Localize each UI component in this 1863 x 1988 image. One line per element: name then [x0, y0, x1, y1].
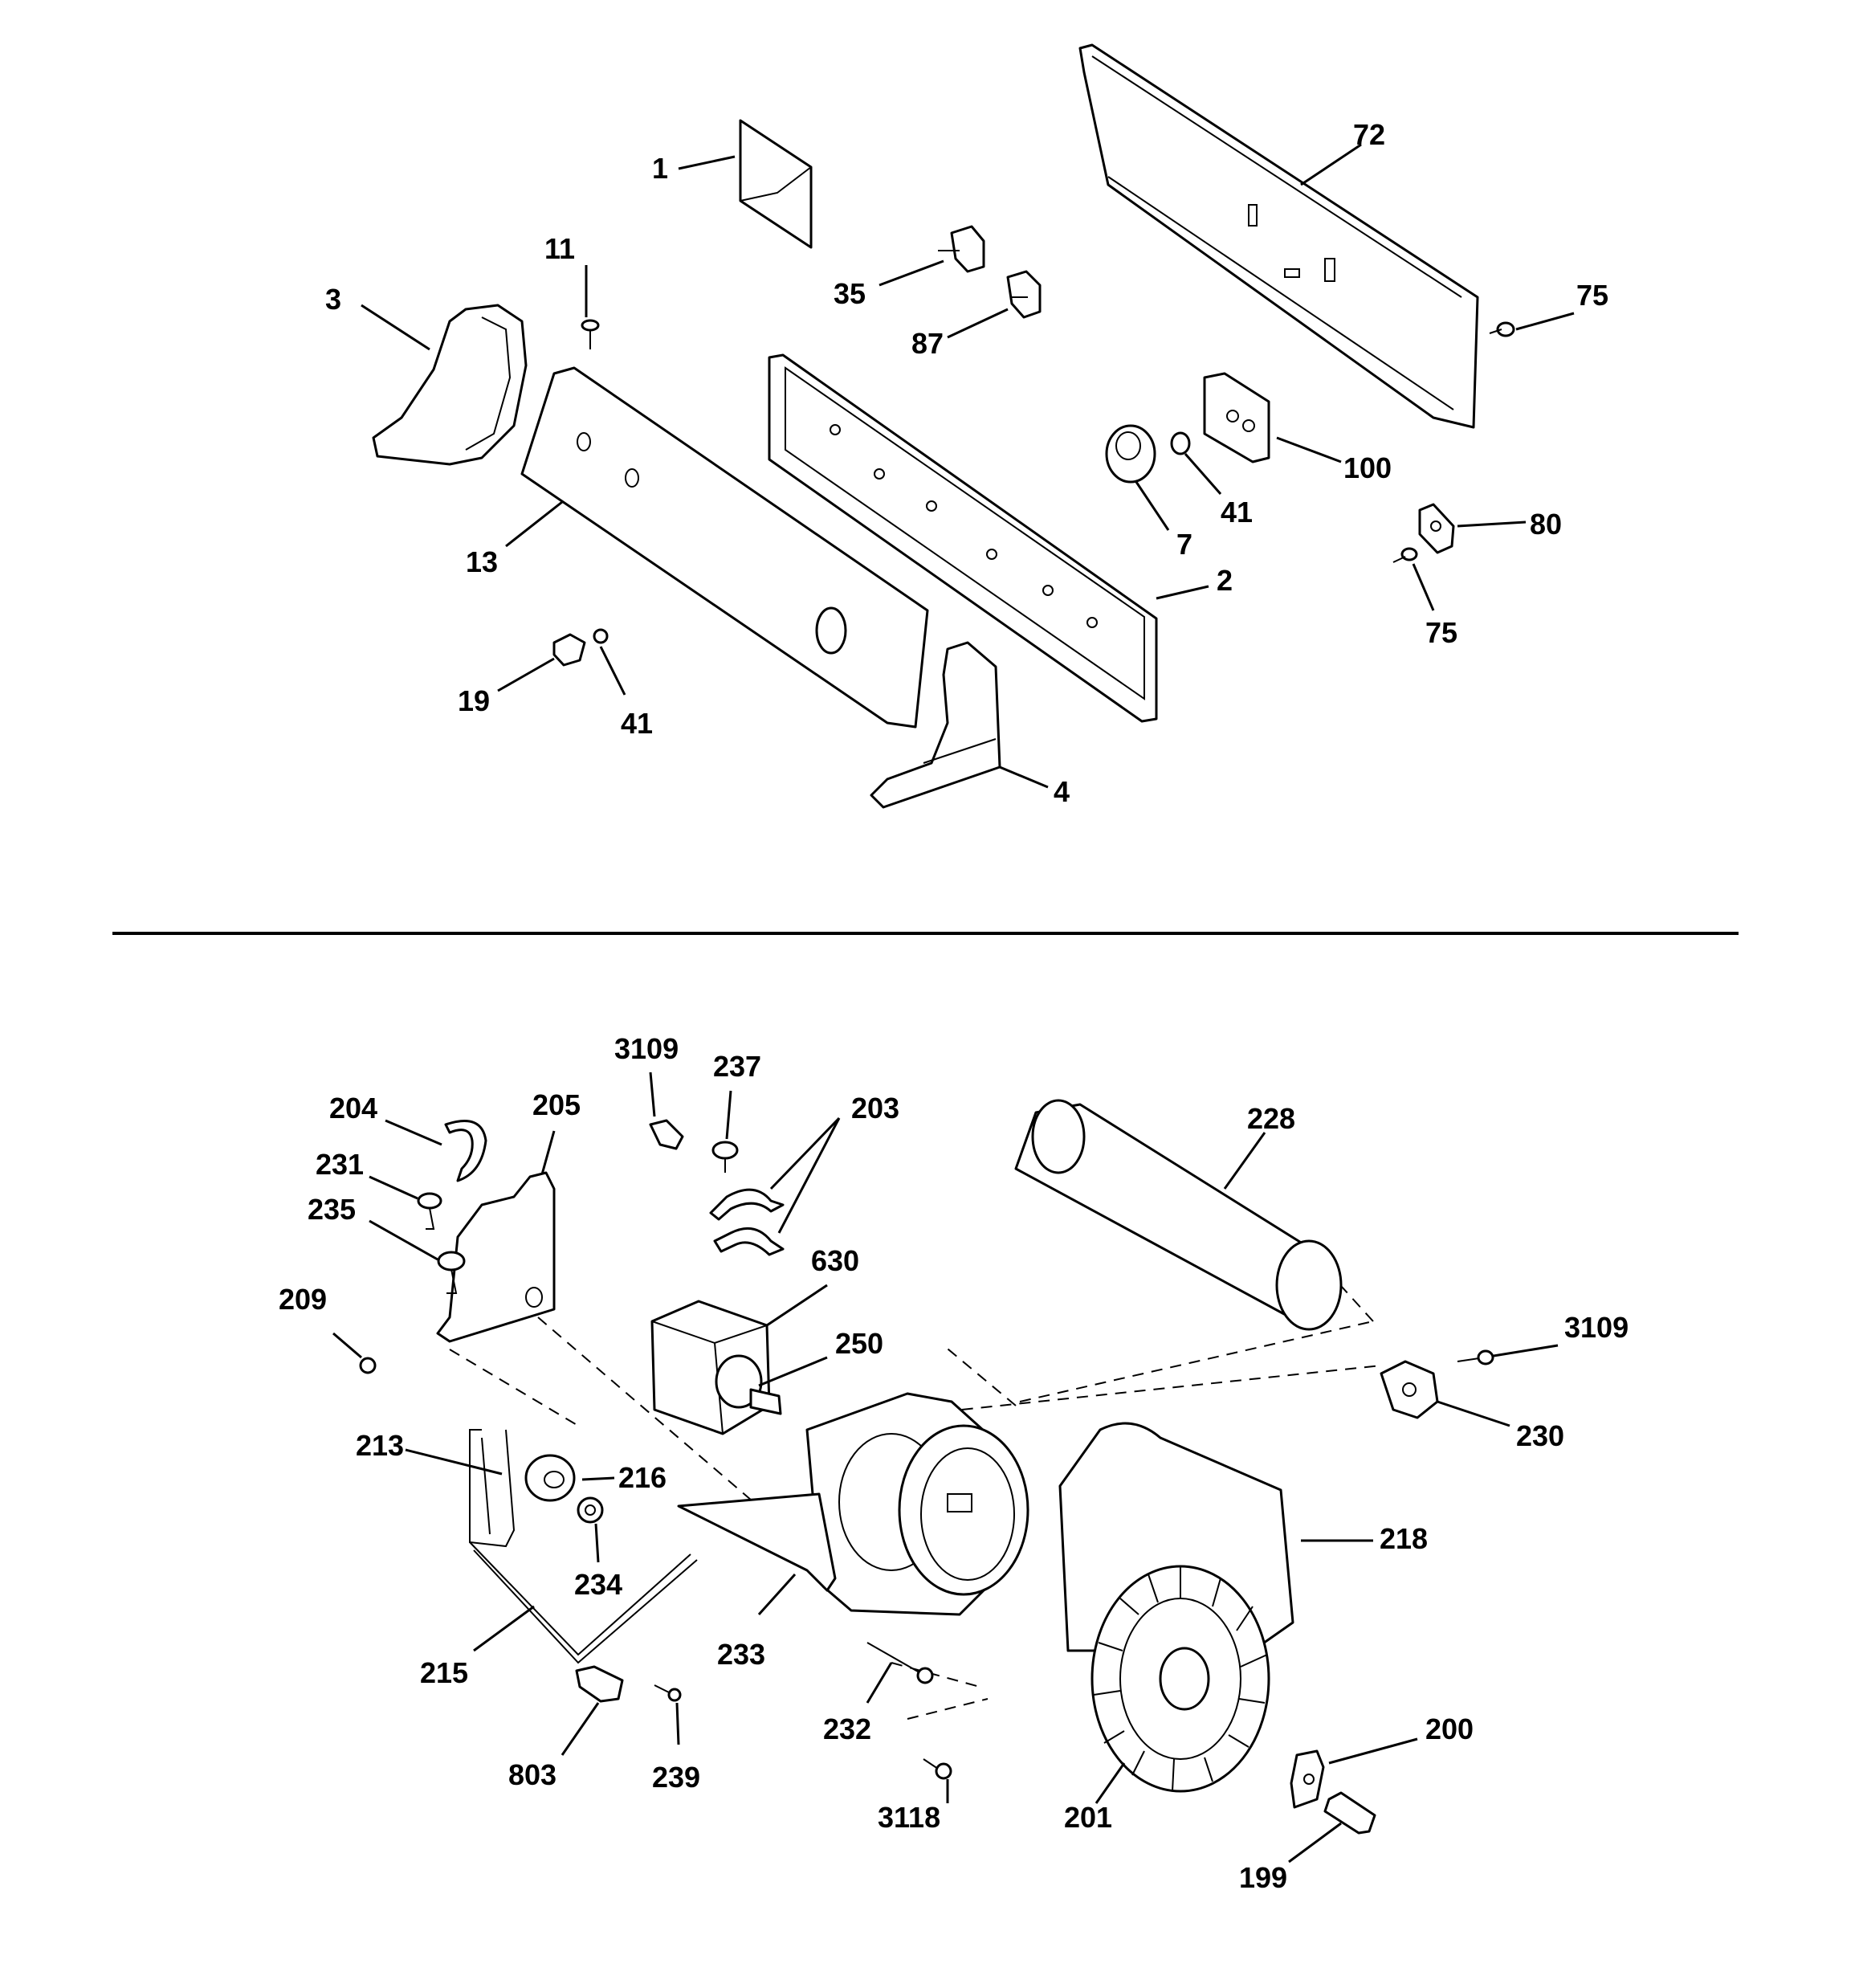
callout-239: 239: [652, 1761, 700, 1794]
callout-630: 630: [811, 1244, 859, 1277]
part-232-rod: [866, 1642, 934, 1684]
part-19-lens: [552, 633, 586, 667]
part-803-switch: [575, 1665, 624, 1703]
callout-4: 4: [1054, 775, 1070, 808]
part-87-bracket: [1006, 270, 1042, 319]
part-630-motor: [650, 1300, 771, 1435]
part-235-screw: [437, 1251, 466, 1294]
callout-233: 233: [717, 1638, 765, 1671]
part-201-blower-wheel: [1090, 1565, 1270, 1793]
part-203-clamp-lower: [713, 1227, 785, 1256]
callout-100: 100: [1343, 451, 1392, 484]
callout-213: 213: [356, 1429, 404, 1462]
callout-215: 215: [420, 1656, 468, 1689]
callout-3109-right: 3109: [1564, 1311, 1629, 1344]
part-215-rod: [469, 1541, 698, 1664]
callout-72: 72: [1353, 118, 1385, 151]
alignment-lines: [449, 1276, 1382, 1720]
bottom-leader-lines: [332, 1072, 1559, 1863]
part-75-screw-lower: [1392, 547, 1418, 563]
part-199-screw: [1323, 1791, 1376, 1835]
callout-80: 80: [1530, 508, 1562, 541]
callout-234: 234: [574, 1568, 622, 1601]
callout-218: 218: [1380, 1522, 1428, 1555]
callout-19: 19: [458, 684, 490, 717]
part-3109-screw: [1457, 1349, 1494, 1365]
part-239-screw: [654, 1684, 682, 1702]
top-callouts: 1 72 11 35 87 3 75 100 41 7 13 80 2 75 1…: [325, 118, 1608, 808]
part-11-screw: [581, 319, 600, 349]
callout-803: 803: [508, 1758, 556, 1791]
part-2-panel-frame: [768, 353, 1158, 723]
part-209-grommet: [359, 1357, 377, 1374]
top-leader-lines: [361, 143, 1575, 789]
callout-13: 13: [466, 545, 498, 578]
callout-205: 205: [532, 1088, 581, 1121]
callout-41-top: 41: [1221, 496, 1253, 529]
callout-203: 203: [851, 1092, 899, 1125]
part-3-end-cap: [372, 304, 528, 466]
part-41-clip-lower: [593, 628, 609, 644]
part-35-bracket: [938, 225, 985, 273]
callout-75-lower: 75: [1425, 616, 1457, 649]
callout-201: 201: [1064, 1801, 1112, 1834]
callout-87: 87: [911, 327, 944, 360]
part-4-end-cap: [870, 641, 1001, 809]
callout-237: 237: [713, 1050, 761, 1083]
part-250-shaft: [749, 1388, 782, 1415]
callout-35: 35: [834, 277, 866, 310]
callout-2: 2: [1217, 564, 1233, 597]
part-233-base-plate: [677, 1492, 837, 1592]
part-230-bracket: [1380, 1360, 1439, 1419]
part-228-duct: [1014, 1099, 1343, 1331]
part-13-control-panel: [520, 366, 929, 729]
callout-41-lower: 41: [621, 707, 653, 740]
part-213-bracket: [469, 1429, 516, 1548]
callout-7: 7: [1176, 528, 1192, 561]
part-200-clip: [1290, 1749, 1325, 1809]
callout-11: 11: [544, 232, 575, 265]
callout-199: 199: [1239, 1861, 1287, 1894]
callout-200: 200: [1425, 1712, 1474, 1745]
part-3118-screw: [923, 1758, 952, 1780]
callout-250: 250: [835, 1327, 883, 1360]
part-75-screw-top: [1489, 321, 1515, 337]
part-203-clamp-upper: [709, 1188, 785, 1221]
bottom-callouts: 3109 237 203 204 205 228 231 235 630 209…: [279, 1032, 1629, 1894]
part-1-envelope: [739, 119, 813, 249]
callout-231: 231: [316, 1148, 364, 1181]
part-205-bracket-plate: [436, 1171, 556, 1343]
callout-75-top: 75: [1576, 279, 1608, 312]
callout-230: 230: [1516, 1419, 1564, 1452]
part-80-bracket: [1418, 503, 1455, 554]
part-72-back-panel: [1078, 43, 1479, 429]
callout-228: 228: [1247, 1102, 1295, 1135]
callout-204: 204: [329, 1092, 377, 1125]
part-100-timer: [1203, 372, 1270, 463]
callout-235: 235: [308, 1193, 356, 1226]
part-237-screw: [711, 1141, 739, 1173]
part-3109-bulb: [649, 1119, 684, 1150]
callout-3: 3: [325, 283, 341, 316]
part-216-pulley: [524, 1454, 576, 1502]
part-234-nut: [577, 1496, 604, 1524]
callout-1: 1: [652, 152, 668, 185]
part-41-clip-top: [1170, 431, 1191, 455]
part-204-clip: [444, 1120, 487, 1182]
callout-232: 232: [823, 1712, 871, 1745]
callout-3109-top: 3109: [614, 1032, 679, 1065]
callout-216: 216: [618, 1461, 667, 1494]
part-7-knob: [1105, 424, 1156, 484]
callout-209: 209: [279, 1283, 327, 1316]
part-231-screw: [417, 1192, 442, 1230]
callout-3118: 3118: [878, 1801, 940, 1834]
